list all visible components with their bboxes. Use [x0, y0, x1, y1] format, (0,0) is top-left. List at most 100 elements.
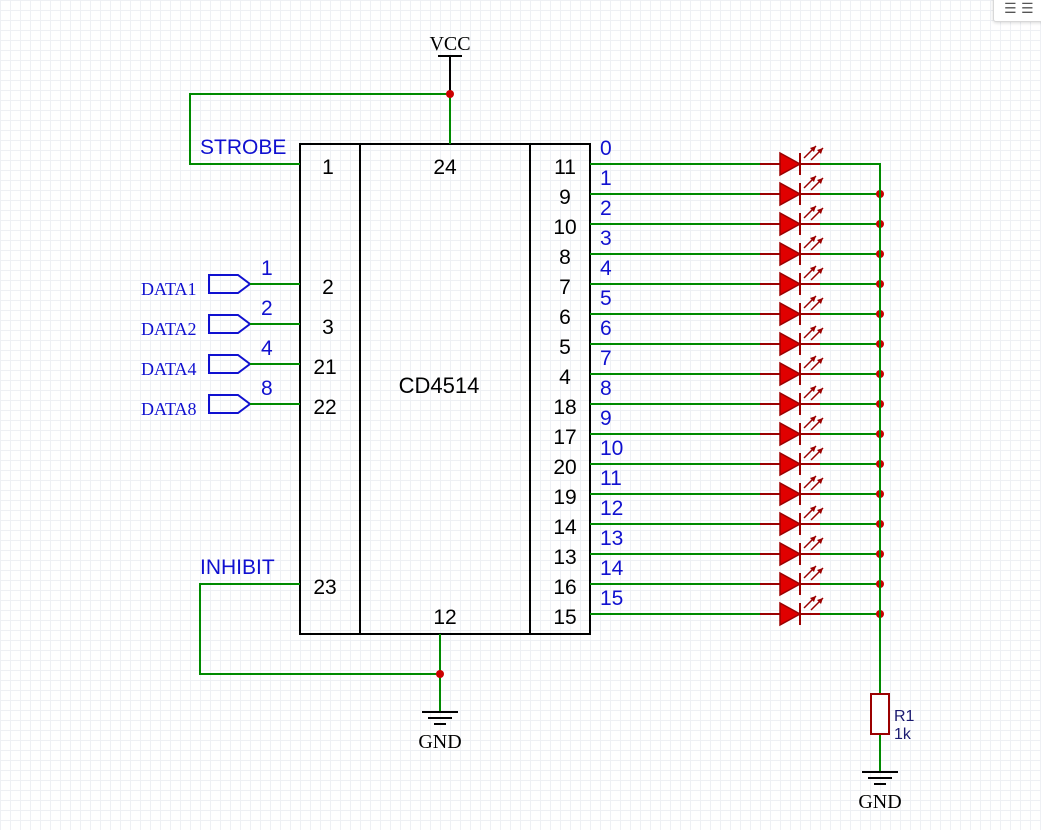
data-net-label: 8: [261, 377, 273, 400]
output-net-label: 11: [600, 467, 622, 490]
led-triangle: [779, 451, 802, 477]
led-arrow-head: [817, 298, 823, 304]
output-pin-number: 6: [559, 306, 571, 329]
pin-1-number: 1: [322, 156, 334, 179]
output-pin-number: 16: [553, 576, 576, 599]
led-arrow-head: [810, 326, 816, 332]
led-arrow-head: [810, 356, 816, 362]
strobe-vcc-wires: [189, 93, 451, 165]
led-arrow-head: [817, 448, 823, 454]
output-channel-0: 11 0: [554, 137, 824, 179]
led-8[interactable]: [779, 385, 824, 417]
corner-toolbar-widget[interactable]: ☰ ☰: [993, 0, 1041, 22]
vcc-label: VCC: [429, 33, 470, 55]
led-triangle: [779, 211, 802, 237]
ic-cd4514[interactable]: CD4514: [299, 143, 591, 635]
output-net-label: 7: [600, 347, 612, 370]
led-arrow-head: [817, 478, 823, 484]
led-13[interactable]: [779, 535, 824, 567]
led-arrow-head: [810, 596, 816, 602]
led-triangle: [779, 481, 802, 507]
output-net-label: 8: [600, 377, 612, 400]
data-port-label: DATA2: [141, 319, 197, 339]
led-14[interactable]: [779, 565, 824, 597]
led-triangle: [779, 181, 802, 207]
output-net-label: 6: [600, 317, 612, 340]
led-1[interactable]: [779, 175, 824, 207]
resistor-r1[interactable]: [870, 693, 890, 735]
led-arrow-head: [810, 446, 816, 452]
output-net-label: 2: [600, 197, 612, 220]
port-flag-shape: [208, 314, 252, 334]
output-net-label: 9: [600, 407, 612, 430]
led-common-rail: [820, 163, 881, 772]
led-triangle: [779, 391, 802, 417]
data-port-4[interactable]: DATA8 8: [141, 377, 300, 419]
led-arrow-head: [810, 296, 816, 302]
led-arrow-head: [817, 268, 823, 274]
led-arrow-head: [810, 566, 816, 572]
gnd-label-1: GND: [418, 731, 461, 753]
output-pin-number: 19: [553, 486, 576, 509]
output-net-label: 15: [600, 587, 623, 610]
led-7[interactable]: [779, 355, 824, 387]
led-triangle: [779, 421, 802, 447]
ic-name: CD4514: [399, 373, 480, 398]
output-pin-number: 15: [553, 606, 576, 629]
output-net-label: 10: [600, 437, 623, 460]
led-arrow-head: [817, 538, 823, 544]
corner-toolbar-text: ☰ ☰: [1004, 1, 1034, 17]
vcc-symbol: [438, 55, 462, 94]
output-net-label: 0: [600, 137, 612, 160]
output-pin-number: 8: [559, 246, 571, 269]
led-triangle: [779, 361, 802, 387]
led-arrow-head: [817, 388, 823, 394]
led-arrow-head: [810, 416, 816, 422]
strobe-wire: [189, 93, 450, 165]
output-pin-number: 17: [553, 426, 576, 449]
led-arrow-head: [810, 506, 816, 512]
output-pin-number: 10: [553, 216, 576, 239]
output-net-label: 12: [600, 497, 623, 520]
led-triangle: [779, 511, 802, 537]
led-11[interactable]: [779, 475, 824, 507]
led-arrow-head: [817, 238, 823, 244]
led-arrow-head: [810, 206, 816, 212]
led-0[interactable]: [779, 145, 824, 177]
led-15[interactable]: [779, 595, 824, 627]
data-port-label: DATA4: [141, 359, 197, 379]
output-channel-3: 83: [559, 227, 884, 269]
strobe-net-label: STROBE: [200, 136, 286, 159]
led-9[interactable]: [779, 415, 824, 447]
led-10[interactable]: [779, 445, 824, 477]
inhibit-net-label: INHIBIT: [200, 556, 275, 579]
led-arrow-head: [810, 536, 816, 542]
port-flag-shape: [208, 354, 252, 374]
inhibit-gnd-wires: [199, 583, 441, 712]
led-arrow-head: [810, 266, 816, 272]
output-pin-number: 11: [554, 156, 576, 179]
led-arrow-head: [817, 148, 823, 154]
led-arrow-head: [817, 178, 823, 184]
data-port-label: DATA8: [141, 399, 197, 419]
vcc-junction: [446, 90, 454, 98]
gnd-junction: [436, 670, 444, 678]
led-12[interactable]: [779, 505, 824, 537]
led-triangle: [779, 241, 802, 267]
led-5[interactable]: [779, 295, 824, 327]
led-3[interactable]: [779, 235, 824, 267]
gnd-symbol-1: [422, 711, 458, 725]
led-6[interactable]: [779, 325, 824, 357]
output-channel-1: 91: [559, 167, 884, 209]
led-4[interactable]: [779, 265, 824, 297]
led-2[interactable]: [779, 205, 824, 237]
led-arrow-head: [817, 568, 823, 574]
